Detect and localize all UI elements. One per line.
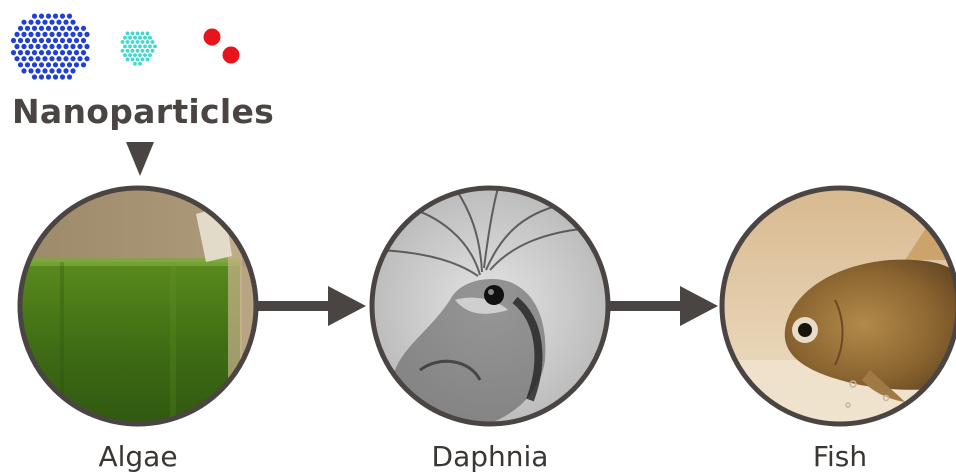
fish-label: Fish [730, 440, 950, 473]
nanoparticle-cluster-large-icon [11, 14, 90, 80]
arrow-algae-to-daphnia [258, 286, 366, 326]
nanoparticle-pair-icon [204, 29, 240, 64]
arrow-daphnia-to-fish [610, 286, 718, 326]
algae-label: Algae [28, 440, 248, 473]
nanoparticle-cluster-small-icon [121, 32, 157, 66]
down-arrow-icon [126, 142, 154, 176]
page-title: Nanoparticles [12, 92, 274, 131]
daphnia-label: Daphnia [380, 440, 600, 473]
